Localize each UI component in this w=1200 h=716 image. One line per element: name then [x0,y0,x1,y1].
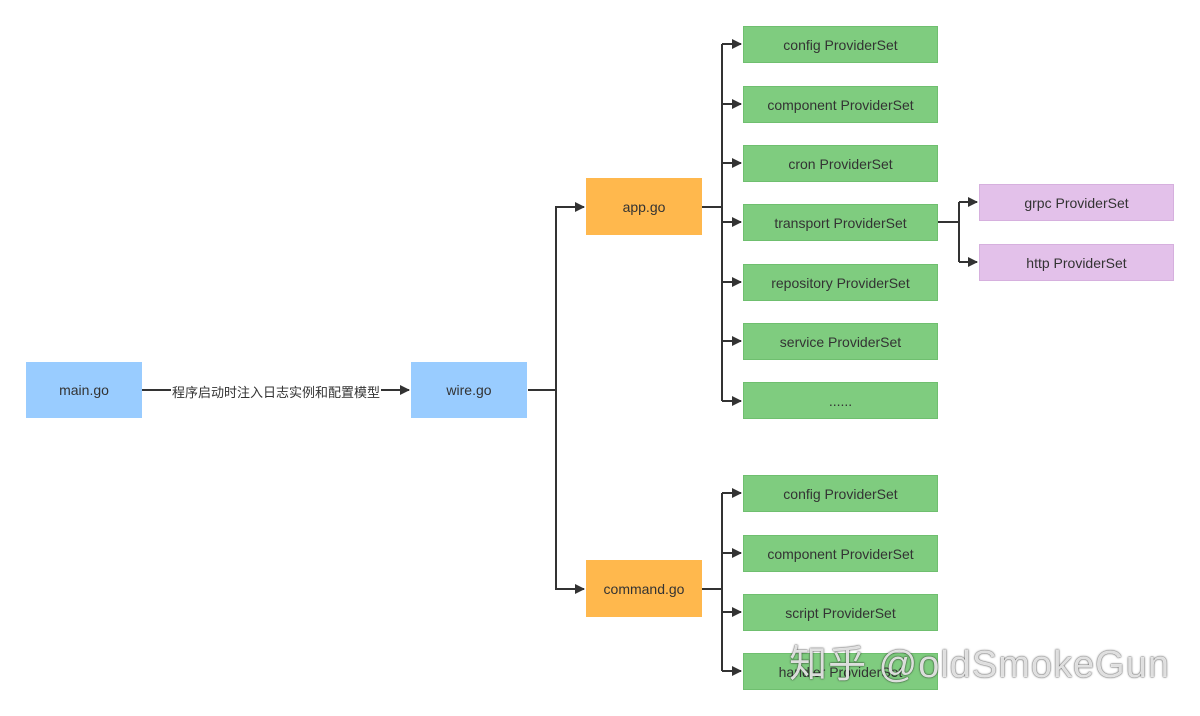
main-go-node: main.go [26,362,142,418]
command-handler-providerset: handler ProviderSet [743,653,938,690]
edge-wire-to-command [555,390,585,594]
app-component-providerset: component ProviderSet [743,86,938,123]
app-config-providerset: config ProviderSet [743,26,938,63]
grpc-providerset: grpc ProviderSet [979,184,1174,221]
app-go-node: app.go [586,178,702,235]
command-script-providerset: script ProviderSet [743,594,938,631]
wire-go-node: wire.go [411,362,527,418]
app-service-providerset: service ProviderSet [743,323,938,360]
app-cron-providerset: cron ProviderSet [743,145,938,182]
command-go-node: command.go [586,560,702,617]
main-to-wire-edge-label: 程序启动时注入日志实例和配置模型 [171,382,382,401]
http-providerset: http ProviderSet [979,244,1174,281]
command-config-providerset: config ProviderSet [743,475,938,512]
command-component-providerset: component ProviderSet [743,535,938,572]
app-transport-providerset: transport ProviderSet [743,204,938,241]
app-more-providersets: ...... [743,382,938,419]
edge-wire-to-app [528,202,585,391]
zhihu-watermark: 知乎 @oldSmokeGun [789,644,1170,686]
app-repository-providerset: repository ProviderSet [743,264,938,301]
